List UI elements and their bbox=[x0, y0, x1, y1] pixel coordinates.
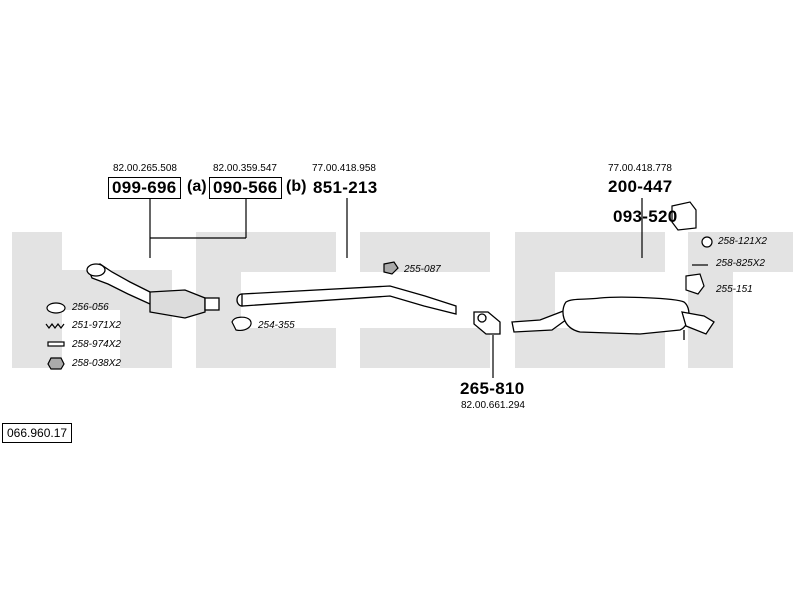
small-part-label-255-087: 255-087 bbox=[404, 264, 441, 275]
small-part-label-258-825: 258-825X2 bbox=[716, 258, 765, 269]
bracket-255151-icon bbox=[685, 273, 705, 295]
clamp-254-icon bbox=[231, 316, 252, 331]
small-part-label-255-151: 255-151 bbox=[716, 284, 753, 295]
gasket-icon bbox=[46, 302, 66, 314]
part-ref-p1: 82.00.265.508 bbox=[113, 163, 177, 174]
intermediate-clamp bbox=[473, 311, 501, 335]
part-ref-p3: 77.00.418.958 bbox=[312, 163, 376, 174]
middle-pipe bbox=[236, 285, 457, 315]
rear-silencer bbox=[511, 296, 715, 340]
catalog-number: 066.960.17 bbox=[2, 423, 73, 443]
part-number-p6: 265-810 bbox=[460, 379, 525, 398]
part-number-p3: 851-213 bbox=[313, 178, 378, 197]
part-number-p1: 099-696 bbox=[108, 177, 181, 199]
ring-icon bbox=[701, 236, 713, 248]
part-suffix-p1: (a) bbox=[187, 178, 207, 195]
small-part-label-258-974: 258-974X2 bbox=[72, 339, 121, 350]
part-suffix-p2: (b) bbox=[286, 178, 307, 195]
bolt-icon bbox=[47, 341, 65, 347]
front-pipe-catalyst bbox=[86, 263, 220, 319]
small-part-label-251-971: 251-971X2 bbox=[72, 320, 121, 331]
small-part-label-254-355: 254-355 bbox=[258, 320, 295, 331]
spring-icon bbox=[45, 323, 65, 329]
part-ref-p4: 77.00.418.778 bbox=[608, 163, 672, 174]
small-part-label-256-056: 256-056 bbox=[72, 302, 109, 313]
part-number-p5: 093-520 bbox=[613, 207, 678, 226]
nut-icon bbox=[47, 357, 65, 370]
part-ref-p2: 82.00.359.547 bbox=[213, 163, 277, 174]
small-part-label-258-121: 258-121X2 bbox=[718, 236, 767, 247]
rubber-mount-icon bbox=[671, 201, 697, 231]
part-ref-p6: 82.00.661.294 bbox=[461, 400, 525, 411]
small-part-label-258-038: 258-038X2 bbox=[72, 358, 121, 369]
part-number-p2: 090-566 bbox=[209, 177, 282, 199]
hanger-255087-icon bbox=[383, 261, 399, 275]
part-number-p4: 200-447 bbox=[608, 177, 673, 196]
